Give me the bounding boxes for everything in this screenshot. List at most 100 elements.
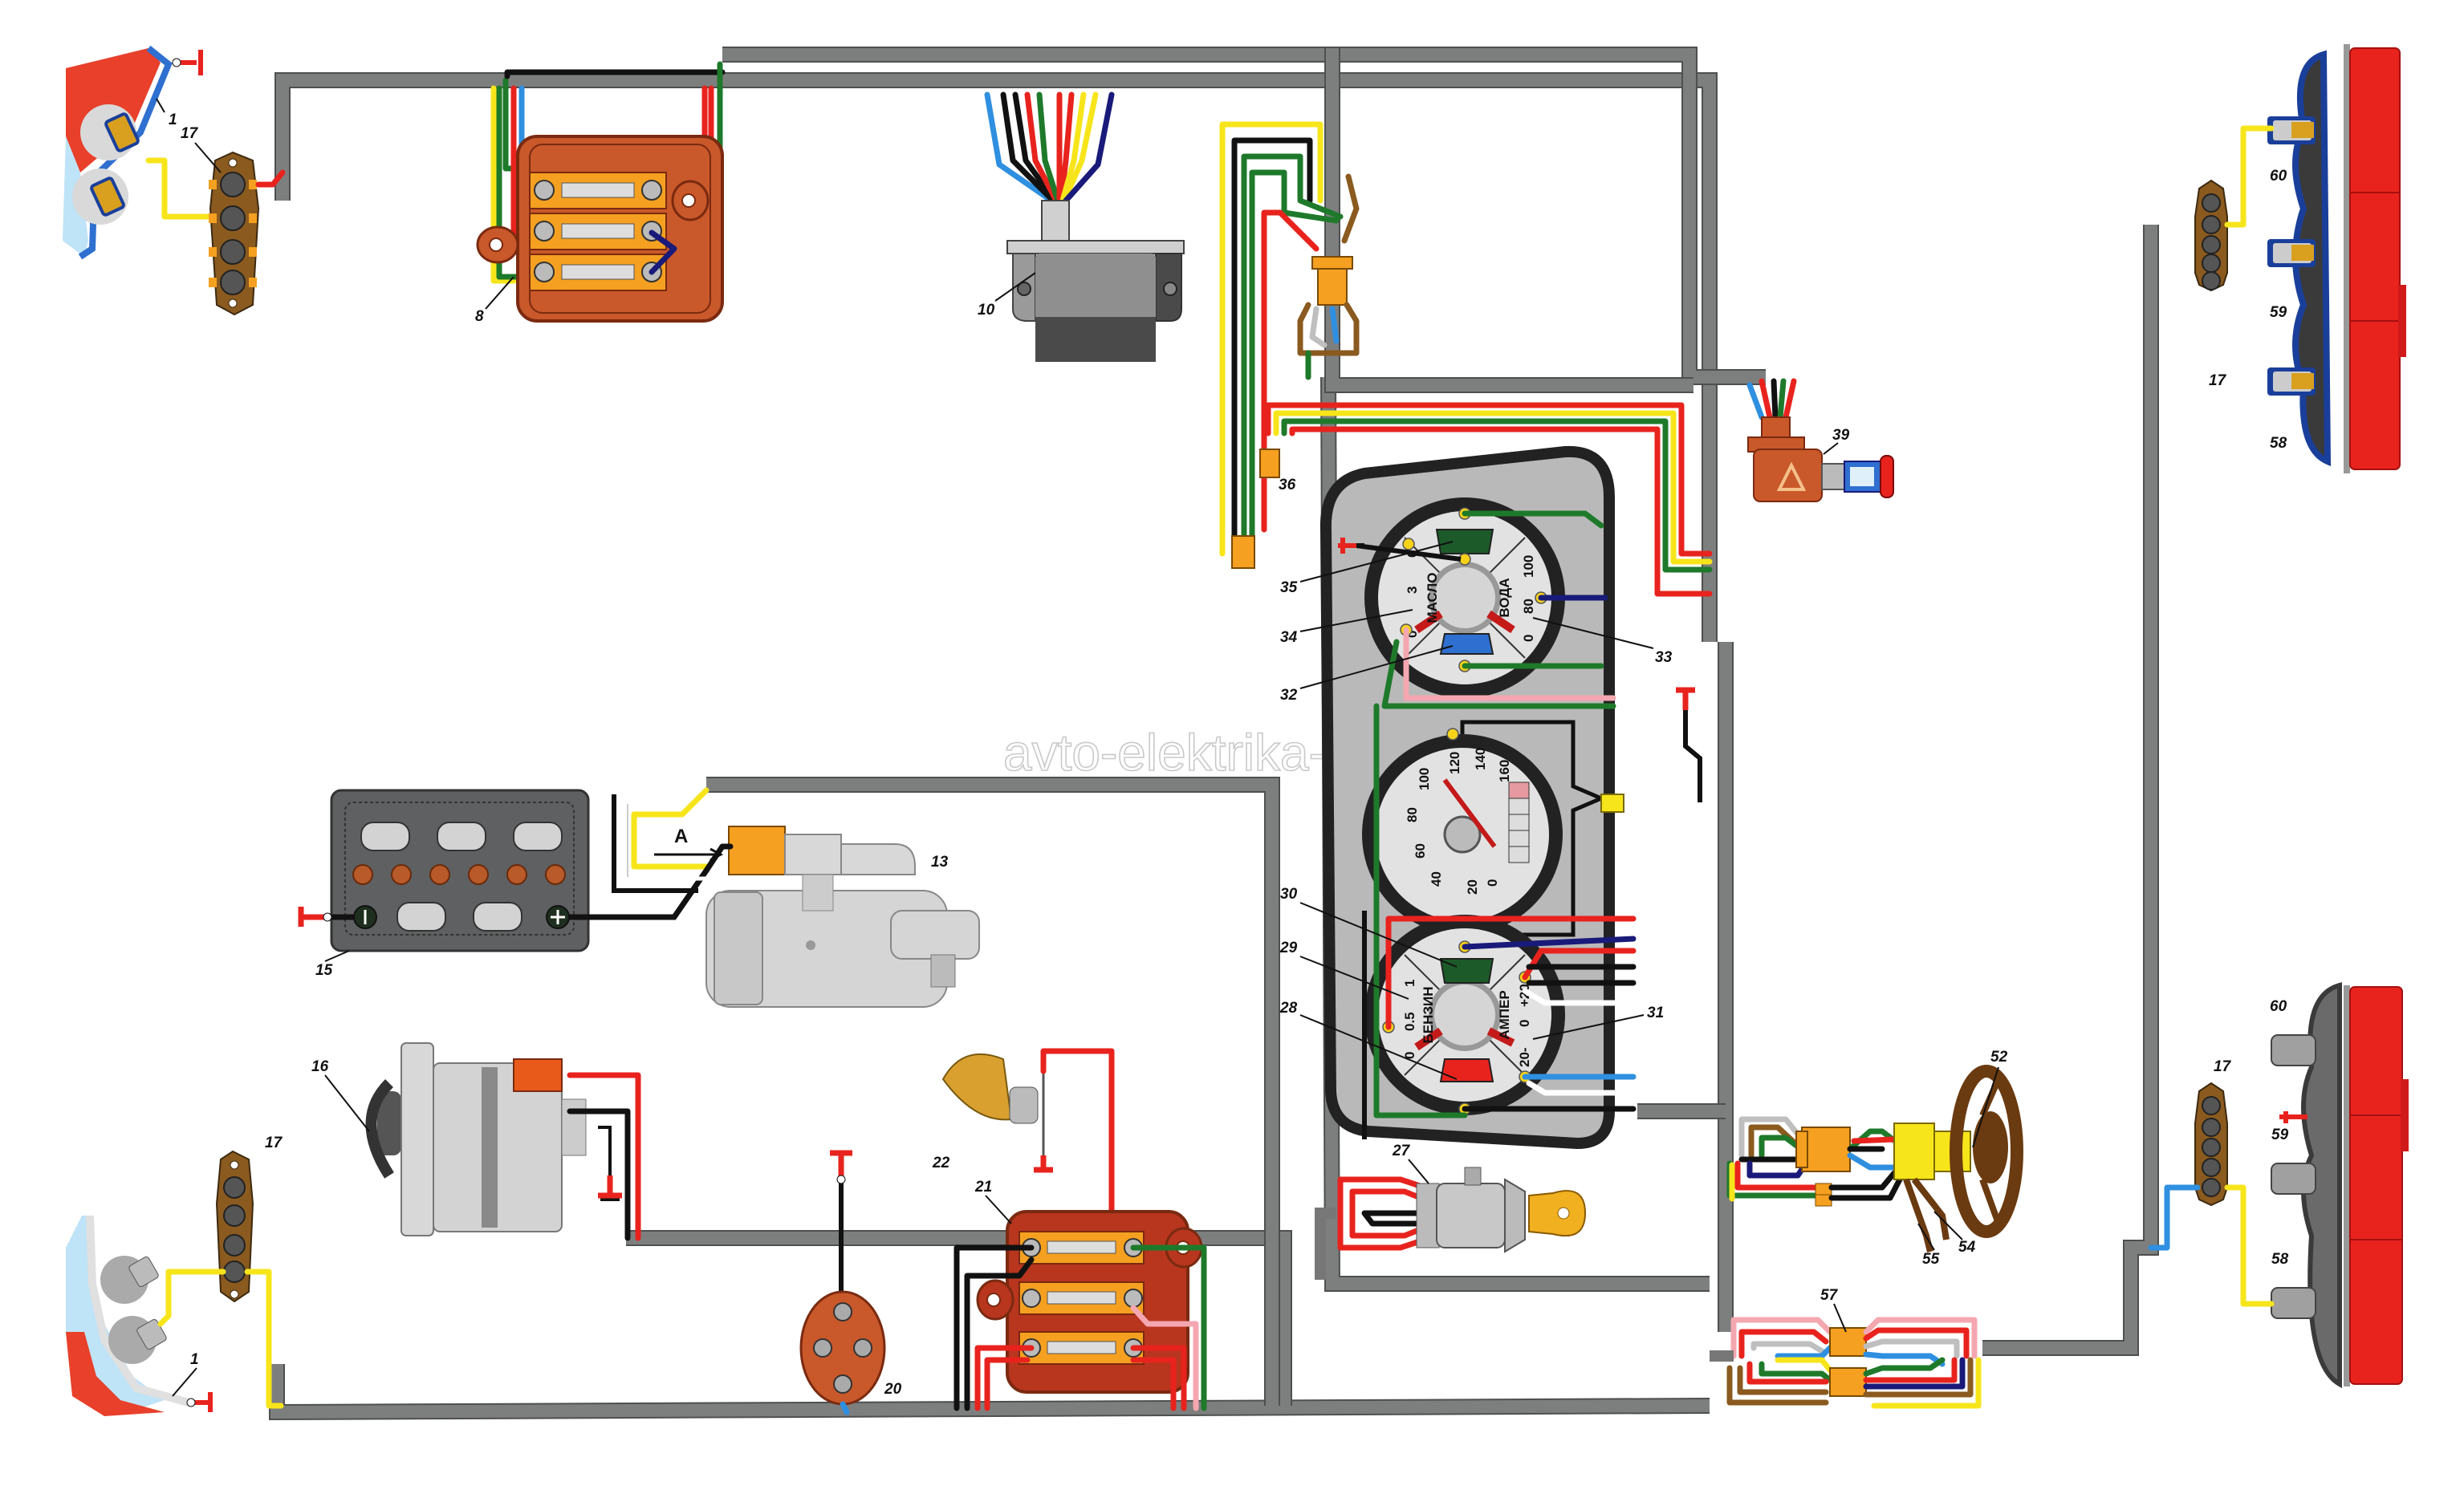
leader-line [156,98,165,113]
label-8: 8 [475,308,484,325]
label-60: 60 [2270,998,2287,1015]
wire-black [567,1108,631,1241]
leader-line [1933,1211,1963,1240]
wire-bundle-dashboard [1219,121,1713,597]
speed-tick-100: 100 [1417,768,1432,790]
leader-line [1972,1066,1999,1148]
label-13: 13 [931,854,949,871]
instrument-cluster: МАСЛО ВОДА 0 3 6 0 80 100 [1319,445,1637,1149]
starter-13 [612,787,980,1008]
leader-line [1299,1014,1458,1080]
label-15: 15 [315,962,333,979]
leader-line [1299,609,1413,632]
gauge-oil-title: МАСЛО [1425,572,1440,623]
label-55: 55 [1922,1251,1940,1268]
ground-wire [1683,690,1702,802]
speed-tick-0: 0 [1485,879,1500,887]
wire-red [1040,1048,1115,1267]
speed-tick-20: 20 [1465,879,1480,895]
label-a: A [674,826,688,847]
label-32: 32 [1280,687,1298,704]
leader-line [1299,645,1454,689]
leader-line [1299,902,1458,968]
speed-tick-120: 120 [1447,752,1462,774]
label-54: 54 [1958,1239,1976,1256]
label-27: 27 [1392,1143,1411,1159]
label-1: 1 [169,112,177,128]
rear-lamp-top-right [2267,44,2406,473]
wire-blue [2148,1184,2201,1251]
odometer [1508,782,1530,863]
label-10: 10 [978,302,995,319]
label-39: 39 [1832,427,1850,444]
gauge-fuel-title: БЕНЗИН [1421,987,1436,1044]
main-harness [269,47,2159,1421]
speed-tick-80: 80 [1405,807,1420,822]
leader-line [1532,617,1654,649]
speed-tick-60: 60 [1413,843,1428,859]
gauge-oil-scale-3: 3 [1405,587,1420,594]
gauge-water-scale-0: 0 [1521,635,1536,642]
arrow-icon [654,847,724,862]
leader-line [994,272,1036,302]
gauge-amp-scale-neg: 20- [1517,1047,1532,1067]
distributor-cap-20 [799,1290,886,1406]
wire-yellow [244,1269,284,1409]
label-30: 30 [1280,886,1298,903]
wire-blue [840,1401,850,1415]
battery-15 [330,789,590,952]
fuse-block-8 [476,61,726,323]
ground-symbol [830,1150,852,1178]
label-29: 29 [1279,940,1298,956]
leader-line [1532,1014,1645,1040]
ground-symbol [1676,687,1695,710]
label-58: 58 [2271,1251,2289,1268]
steering-column-switch [1726,1065,2023,1252]
headlamp-top-left [63,45,203,260]
wire-yellow [157,1269,226,1327]
label-17: 17 [2214,1058,2232,1075]
terminal-block-17-bottom-left [215,1150,254,1303]
label-35: 35 [1280,579,1298,596]
label-31: 31 [1647,1005,1664,1021]
hazard-switch-39 [1746,378,1894,502]
terminal [836,1175,846,1184]
label-57: 57 [1820,1287,1839,1304]
terminal [323,912,332,922]
gauge-amp-title: АМПЕР [1497,990,1512,1039]
leader-line [1299,541,1454,583]
wire-yellow [2224,1184,2275,1307]
terminal-block-17-top-right [2194,179,2228,292]
label-16: 16 [311,1058,329,1075]
label-34: 34 [1280,629,1298,646]
leader-line [1408,1159,1429,1184]
gauge-water-scale-80: 80 [1521,599,1536,614]
label-17: 17 [265,1135,283,1151]
leader-line [172,1367,197,1397]
harness-branch [1315,1208,1336,1280]
gauge-fuel-scale-1: 1 [1402,980,1417,987]
label-21: 21 [974,1179,992,1196]
speed-tick-140: 140 [1473,748,1488,770]
ground-symbol [598,1175,622,1199]
label-20: 20 [884,1381,902,1398]
switch-unit-10 [984,91,1185,362]
gauge-water-title: ВОДА [1497,578,1512,617]
terminal-block-17-top-left [209,151,260,316]
label-58: 58 [2270,435,2287,452]
leader-line [1917,1223,1935,1251]
battery-positive-wire [569,869,709,920]
gauge-oil-scale-0: 0 [1405,631,1420,638]
label-52: 52 [1990,1049,2008,1066]
leader-line [485,276,514,310]
terminal-block-17-bottom-right [2194,1082,2228,1207]
leader-line [1299,956,1409,1000]
ignition-switch-27 [1337,1167,1587,1253]
label-60: 60 [2270,168,2287,185]
gauge-fuel-scale-half: 0.5 [1402,1012,1417,1031]
label-33: 33 [1655,649,1673,666]
label-59: 59 [2270,304,2287,321]
wire-yellow [2224,125,2275,228]
leader-line [1833,1303,1847,1333]
